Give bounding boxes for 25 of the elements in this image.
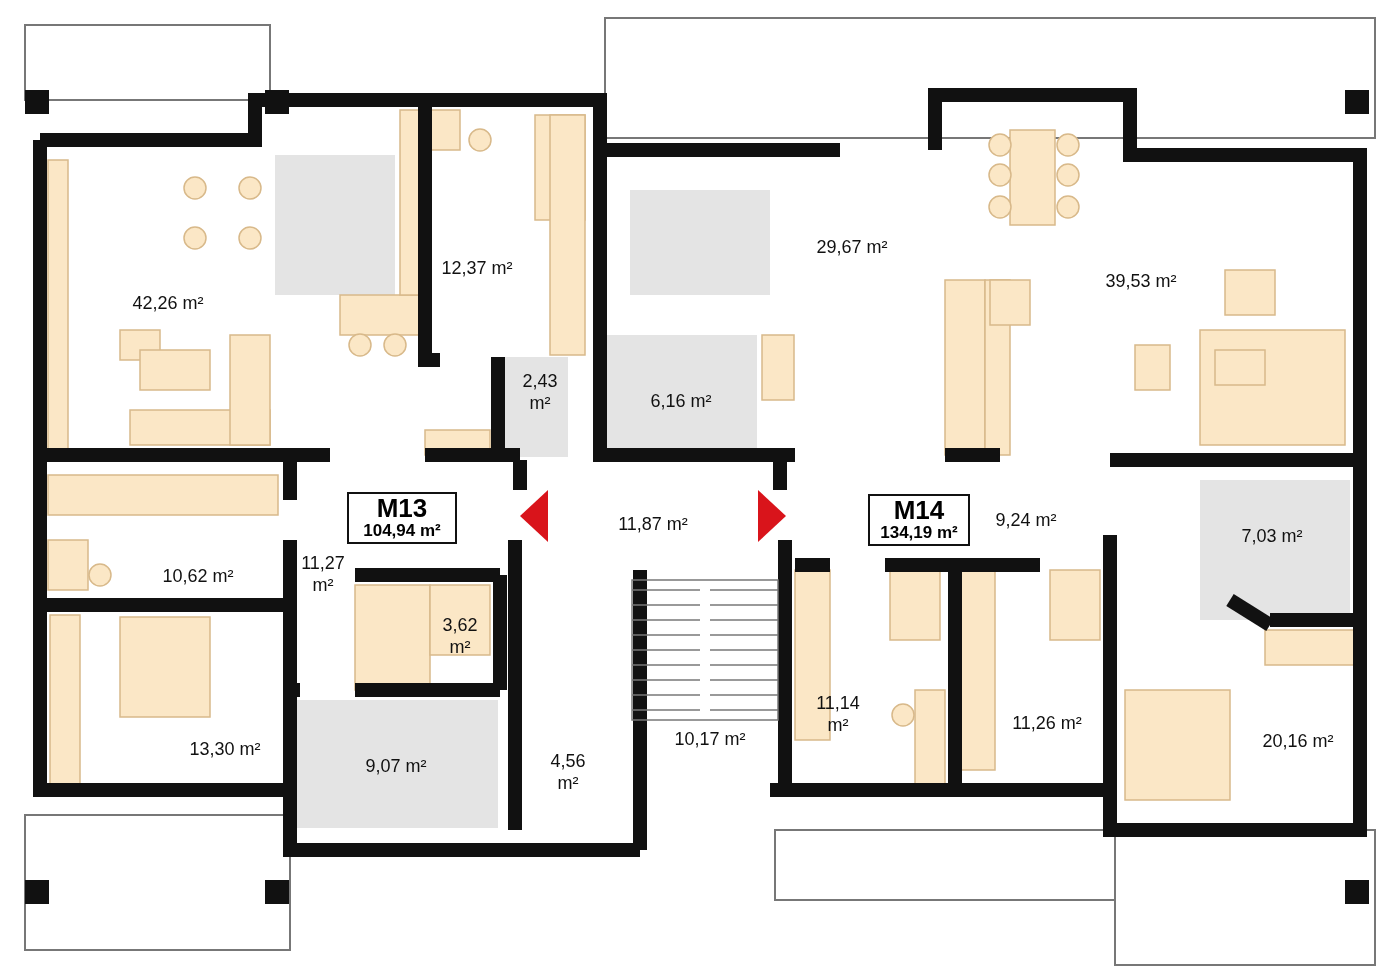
room-area-label: 29,67 m² [815, 236, 889, 258]
room-area-label: 11,27 m² [300, 552, 346, 596]
unit-area: 104,94 m² [355, 521, 449, 541]
room-area-label: 10,62 m² [161, 565, 235, 587]
room-area-label: 9,07 m² [364, 755, 428, 777]
room-area-label: 7,03 m² [1240, 525, 1304, 547]
room-area-label: 20,16 m² [1261, 730, 1335, 752]
room-area-label: 11,14 m² [815, 692, 861, 736]
room-area-label: 9,24 m² [994, 509, 1058, 531]
room-area-label: 42,26 m² [131, 292, 205, 314]
unit-name: M13 [375, 495, 429, 521]
unit-name: M14 [892, 497, 946, 523]
room-area-label: 2,43 m² [521, 370, 559, 414]
room-area-label: 39,53 m² [1104, 270, 1178, 292]
room-area-label: 13,30 m² [188, 738, 262, 760]
room-area-label: 11,87 m² [617, 513, 689, 535]
unit-label-box [868, 494, 970, 546]
room-area-label: 11,26 m² [1011, 712, 1083, 734]
room-area-label: 3,62 m² [441, 614, 479, 658]
room-area-label: 6,16 m² [649, 390, 713, 412]
room-area-label: 10,17 m² [673, 728, 747, 750]
unit-label-box [347, 492, 457, 544]
room-area-label: 4,56 m² [549, 750, 587, 794]
room-area-label: 12,37 m² [440, 257, 514, 279]
unit-area: 134,19 m² [876, 523, 962, 543]
